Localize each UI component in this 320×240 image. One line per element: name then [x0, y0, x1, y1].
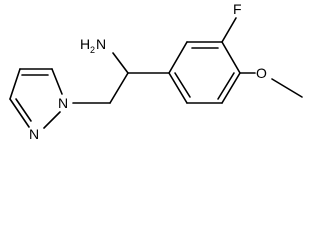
pyrazole-ring: [9, 68, 63, 129]
bond-ring-double-2: [217, 72, 235, 100]
amine-h-text: H: [80, 36, 90, 52]
bond-ring-double-3: [174, 72, 191, 98]
bond-pz-n1-c5: [51, 68, 63, 95]
chemical-structure: N H 2 F O N N: [9, 1, 303, 142]
label-fluorine: F: [233, 1, 242, 17]
bond-oxygen-methyl: [271, 78, 303, 98]
bond-ring-c4-c5: [221, 72, 241, 104]
label-oxygen: O: [256, 65, 267, 81]
bond-ring-c6-c1: [168, 72, 188, 104]
amine-subscript-text: 2: [90, 45, 95, 55]
label-pyrazole-n1: N: [58, 95, 68, 111]
bond-pz-n2-n1: [43, 111, 61, 129]
bond-chiral-carbon-ch2: [109, 72, 129, 104]
label-amine: N H 2: [80, 36, 106, 55]
bond-ring-c3-c4: [221, 41, 241, 74]
bond-c3-fluorine: [221, 17, 237, 43]
bond-pz-c3-n2-double: [15, 98, 32, 122]
bond-pz-c3-n2: [9, 98, 30, 128]
amine-n-text: N: [96, 36, 106, 52]
label-pyrazole-n2: N: [29, 126, 39, 142]
bond-pz-c4-c3: [9, 68, 21, 100]
bond-chiral-carbon-amine: [112, 52, 129, 74]
bond-ring-c1-c2: [168, 41, 188, 74]
benzene-ring: [168, 41, 241, 104]
